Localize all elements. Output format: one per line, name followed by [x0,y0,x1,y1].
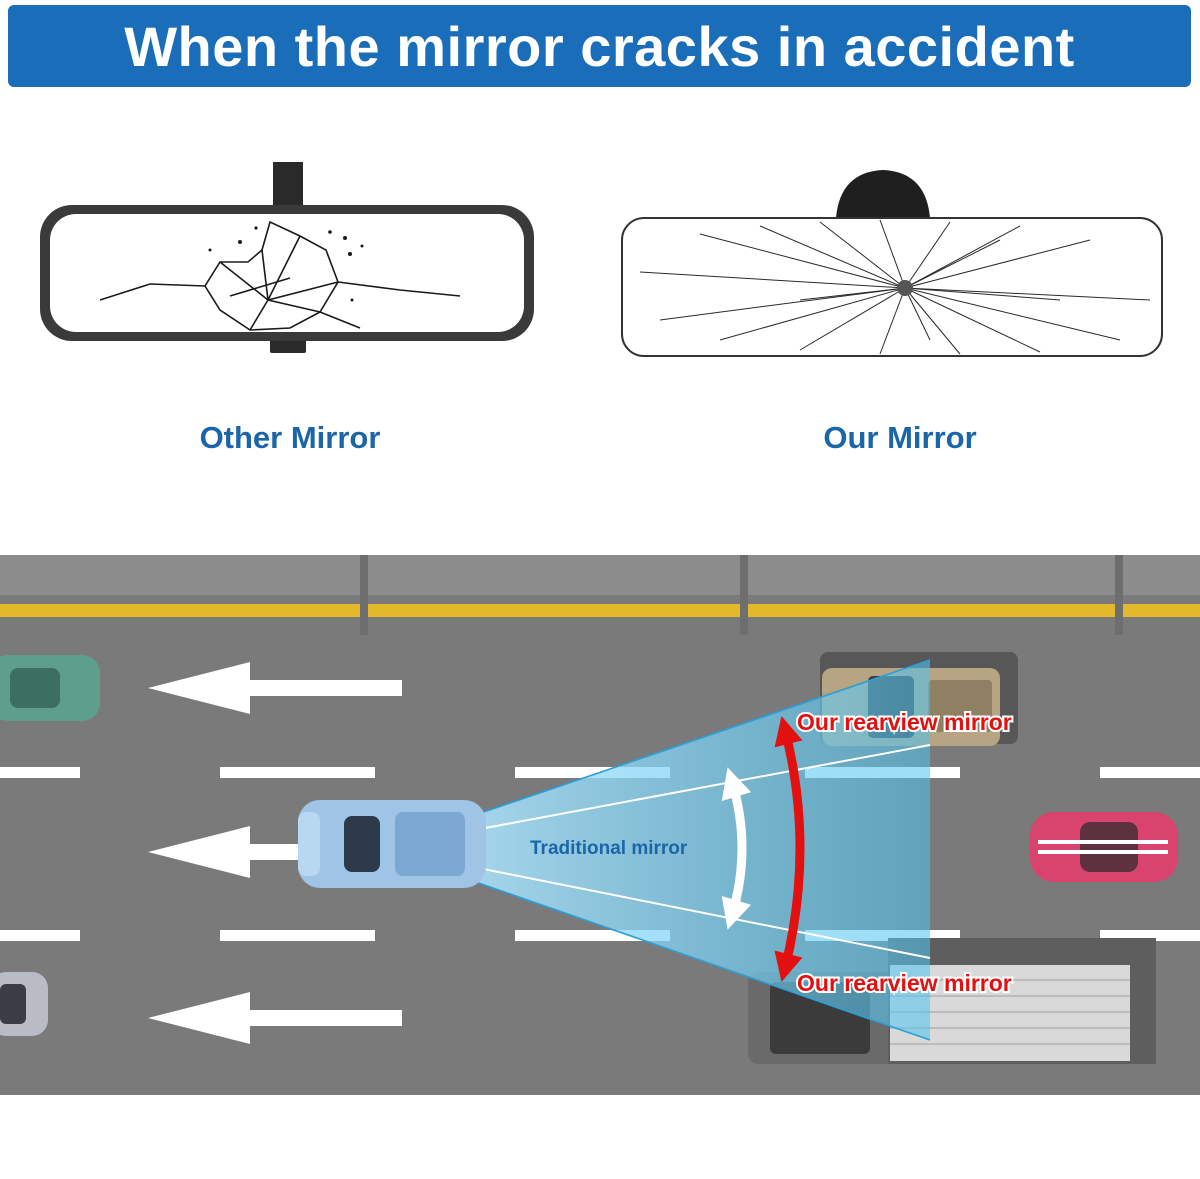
traditional-mirror-label: Traditional mirror [530,838,688,859]
direction-arrows [148,662,402,1044]
other-mirror-image [40,162,534,353]
pink-car [1030,812,1178,882]
yellow-lane-line [0,604,1200,617]
our-mirror-label: Our Mirror [823,420,977,455]
box-truck [748,938,1156,1064]
main-car [298,800,486,888]
road-view-diagram: Traditional mirror Our rearview mirror O… [0,555,1200,1179]
title-banner: When the mirror cracks in accident [8,5,1191,87]
our-rearview-label-top: Our rearview mirror [797,709,1012,735]
mirror-comparison-illustration [40,162,1163,357]
other-mirror-label: Other Mirror [199,420,381,455]
banner-title: When the mirror cracks in accident [124,14,1075,78]
grey-car-left [0,972,48,1036]
narrow-angle-arrow [721,767,752,930]
our-mirror-image [621,170,1163,357]
our-rearview-label-bottom: Our rearview mirror [797,970,1012,996]
wide-angle-arrow [774,716,805,982]
green-car [0,655,100,721]
